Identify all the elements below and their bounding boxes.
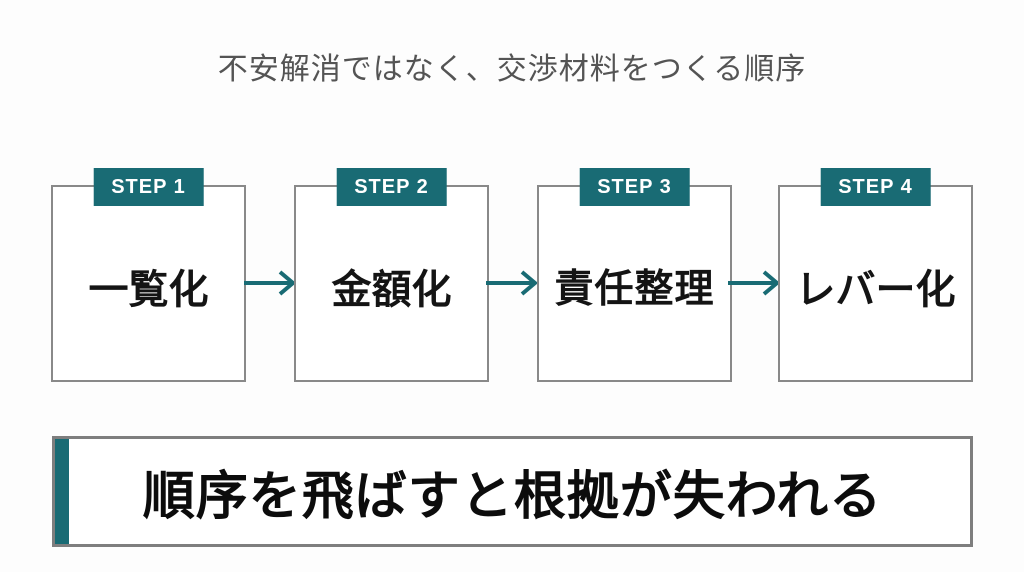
step-box-2: STEP 2 金額化 [294, 168, 489, 382]
step-1-badge: STEP 1 [93, 168, 204, 206]
step-3-name: 責任整理 [554, 267, 715, 311]
right-arrow-icon [244, 270, 297, 296]
step-4-name: レバー化 [795, 267, 956, 312]
banner-accent-bar [55, 439, 69, 544]
right-arrow-icon [486, 270, 539, 296]
right-arrow-icon [728, 270, 781, 296]
step-3-badge: STEP 3 [579, 168, 690, 206]
step-2-badge: STEP 2 [336, 168, 447, 206]
step-box-3: STEP 3 責任整理 [537, 168, 732, 382]
slide-title: 不安解消ではなく、交渉材料をつくる順序 [217, 53, 807, 86]
step-4-badge: STEP 4 [820, 168, 931, 206]
conclusion-banner: 順序を飛ばすと根拠が失われる [52, 436, 973, 547]
step-box-1: STEP 1 一覧化 [51, 168, 246, 382]
step-1-name: 一覧化 [88, 267, 209, 312]
step-box-4: STEP 4 レバー化 [778, 168, 973, 382]
step-2-name: 金額化 [331, 267, 452, 312]
conclusion-text: 順序を飛ばすと根拠が失われる [142, 468, 883, 526]
